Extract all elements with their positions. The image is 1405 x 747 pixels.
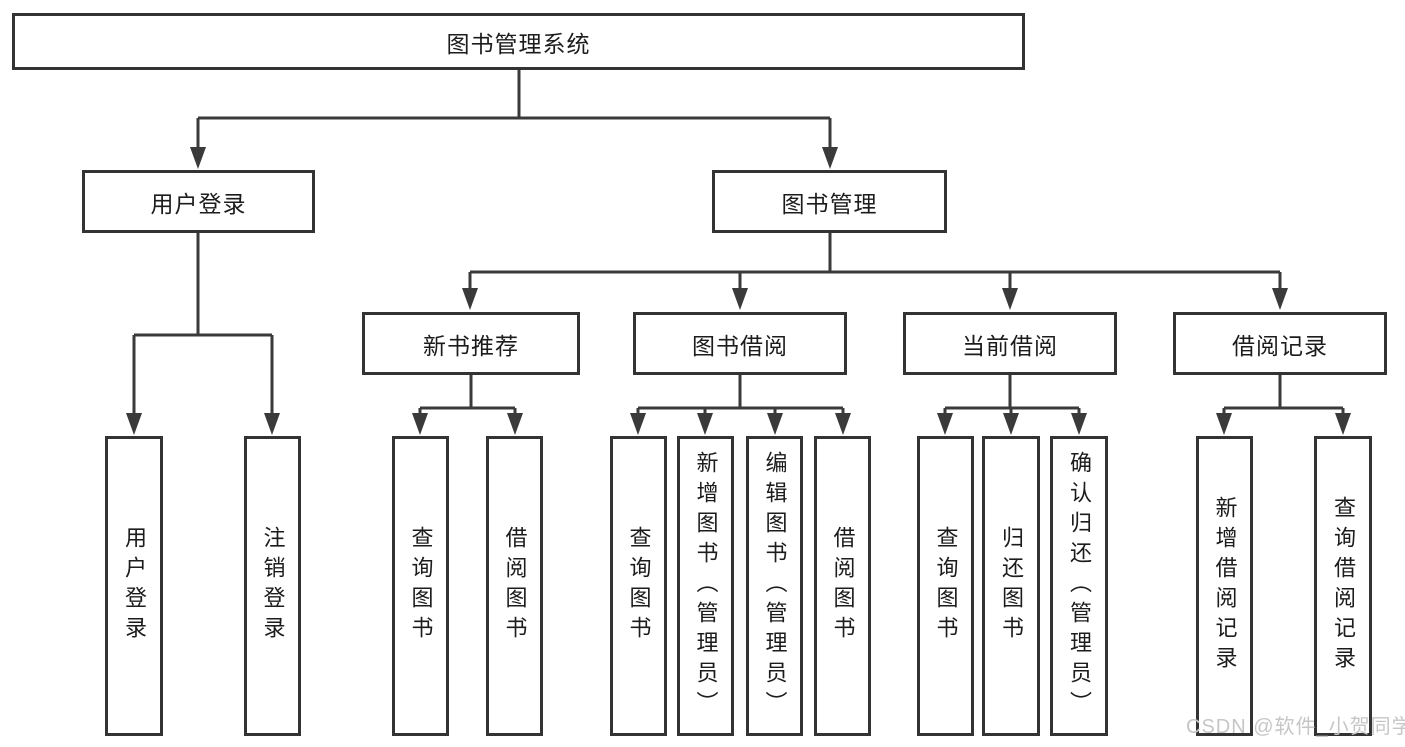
leaf-query-books-current-label: 查询图书 bbox=[933, 526, 959, 646]
node-book-borrow: 图书借阅 bbox=[633, 312, 847, 375]
node-book-management: 图书管理 bbox=[712, 170, 947, 233]
leaf-borrow-books: 借阅图书 bbox=[814, 436, 871, 736]
leaf-borrow-books-recommend-label: 借阅图书 bbox=[502, 526, 528, 646]
node-user-login: 用户登录 bbox=[82, 170, 315, 233]
leaf-query-borrow-record: 查询借阅记录 bbox=[1314, 436, 1372, 736]
leaf-query-books-borrow: 查询图书 bbox=[610, 436, 667, 736]
leaf-add-borrow-record: 新增借阅记录 bbox=[1196, 436, 1253, 736]
leaf-edit-book-admin-label: 编辑图书（管理员） bbox=[762, 451, 788, 721]
leaf-edit-book-admin: 编辑图书（管理员） bbox=[746, 436, 803, 736]
leaf-logout-label: 注销登录 bbox=[260, 526, 286, 646]
leaf-logout: 注销登录 bbox=[244, 436, 301, 736]
node-new-book-recommend: 新书推荐 bbox=[362, 312, 580, 375]
leaf-query-books-borrow-label: 查询图书 bbox=[626, 526, 652, 646]
leaf-return-book: 归还图书 bbox=[982, 436, 1040, 736]
leaf-add-book-admin-label: 新增图书（管理员） bbox=[693, 451, 719, 721]
leaf-query-books-current: 查询图书 bbox=[917, 436, 974, 736]
leaf-add-book-admin: 新增图书（管理员） bbox=[677, 436, 734, 736]
leaf-query-books-recommend-label: 查询图书 bbox=[408, 526, 434, 646]
node-library-system: 图书管理系统 bbox=[12, 13, 1025, 70]
leaf-user-login-label: 用户登录 bbox=[122, 526, 147, 646]
leaf-user-login: 用户登录 bbox=[105, 436, 163, 736]
node-current-borrow: 当前借阅 bbox=[903, 312, 1117, 375]
leaf-confirm-return-admin: 确认归还（管理员） bbox=[1050, 436, 1108, 736]
csdn-watermark: CSDN @软件_小贺同学 bbox=[1186, 716, 1405, 738]
leaf-query-borrow-record-label: 查询借阅记录 bbox=[1331, 496, 1356, 676]
leaf-confirm-return-admin-label: 确认归还（管理员） bbox=[1067, 451, 1092, 721]
leaf-borrow-books-recommend: 借阅图书 bbox=[486, 436, 543, 736]
edge-arrowheads bbox=[126, 147, 1351, 435]
leaf-return-book-label: 归还图书 bbox=[999, 526, 1024, 646]
leaf-borrow-books-label: 借阅图书 bbox=[830, 526, 856, 646]
leaf-query-books-recommend: 查询图书 bbox=[392, 436, 449, 736]
node-borrow-records: 借阅记录 bbox=[1173, 312, 1387, 375]
leaf-add-borrow-record-label: 新增借阅记录 bbox=[1212, 496, 1238, 676]
